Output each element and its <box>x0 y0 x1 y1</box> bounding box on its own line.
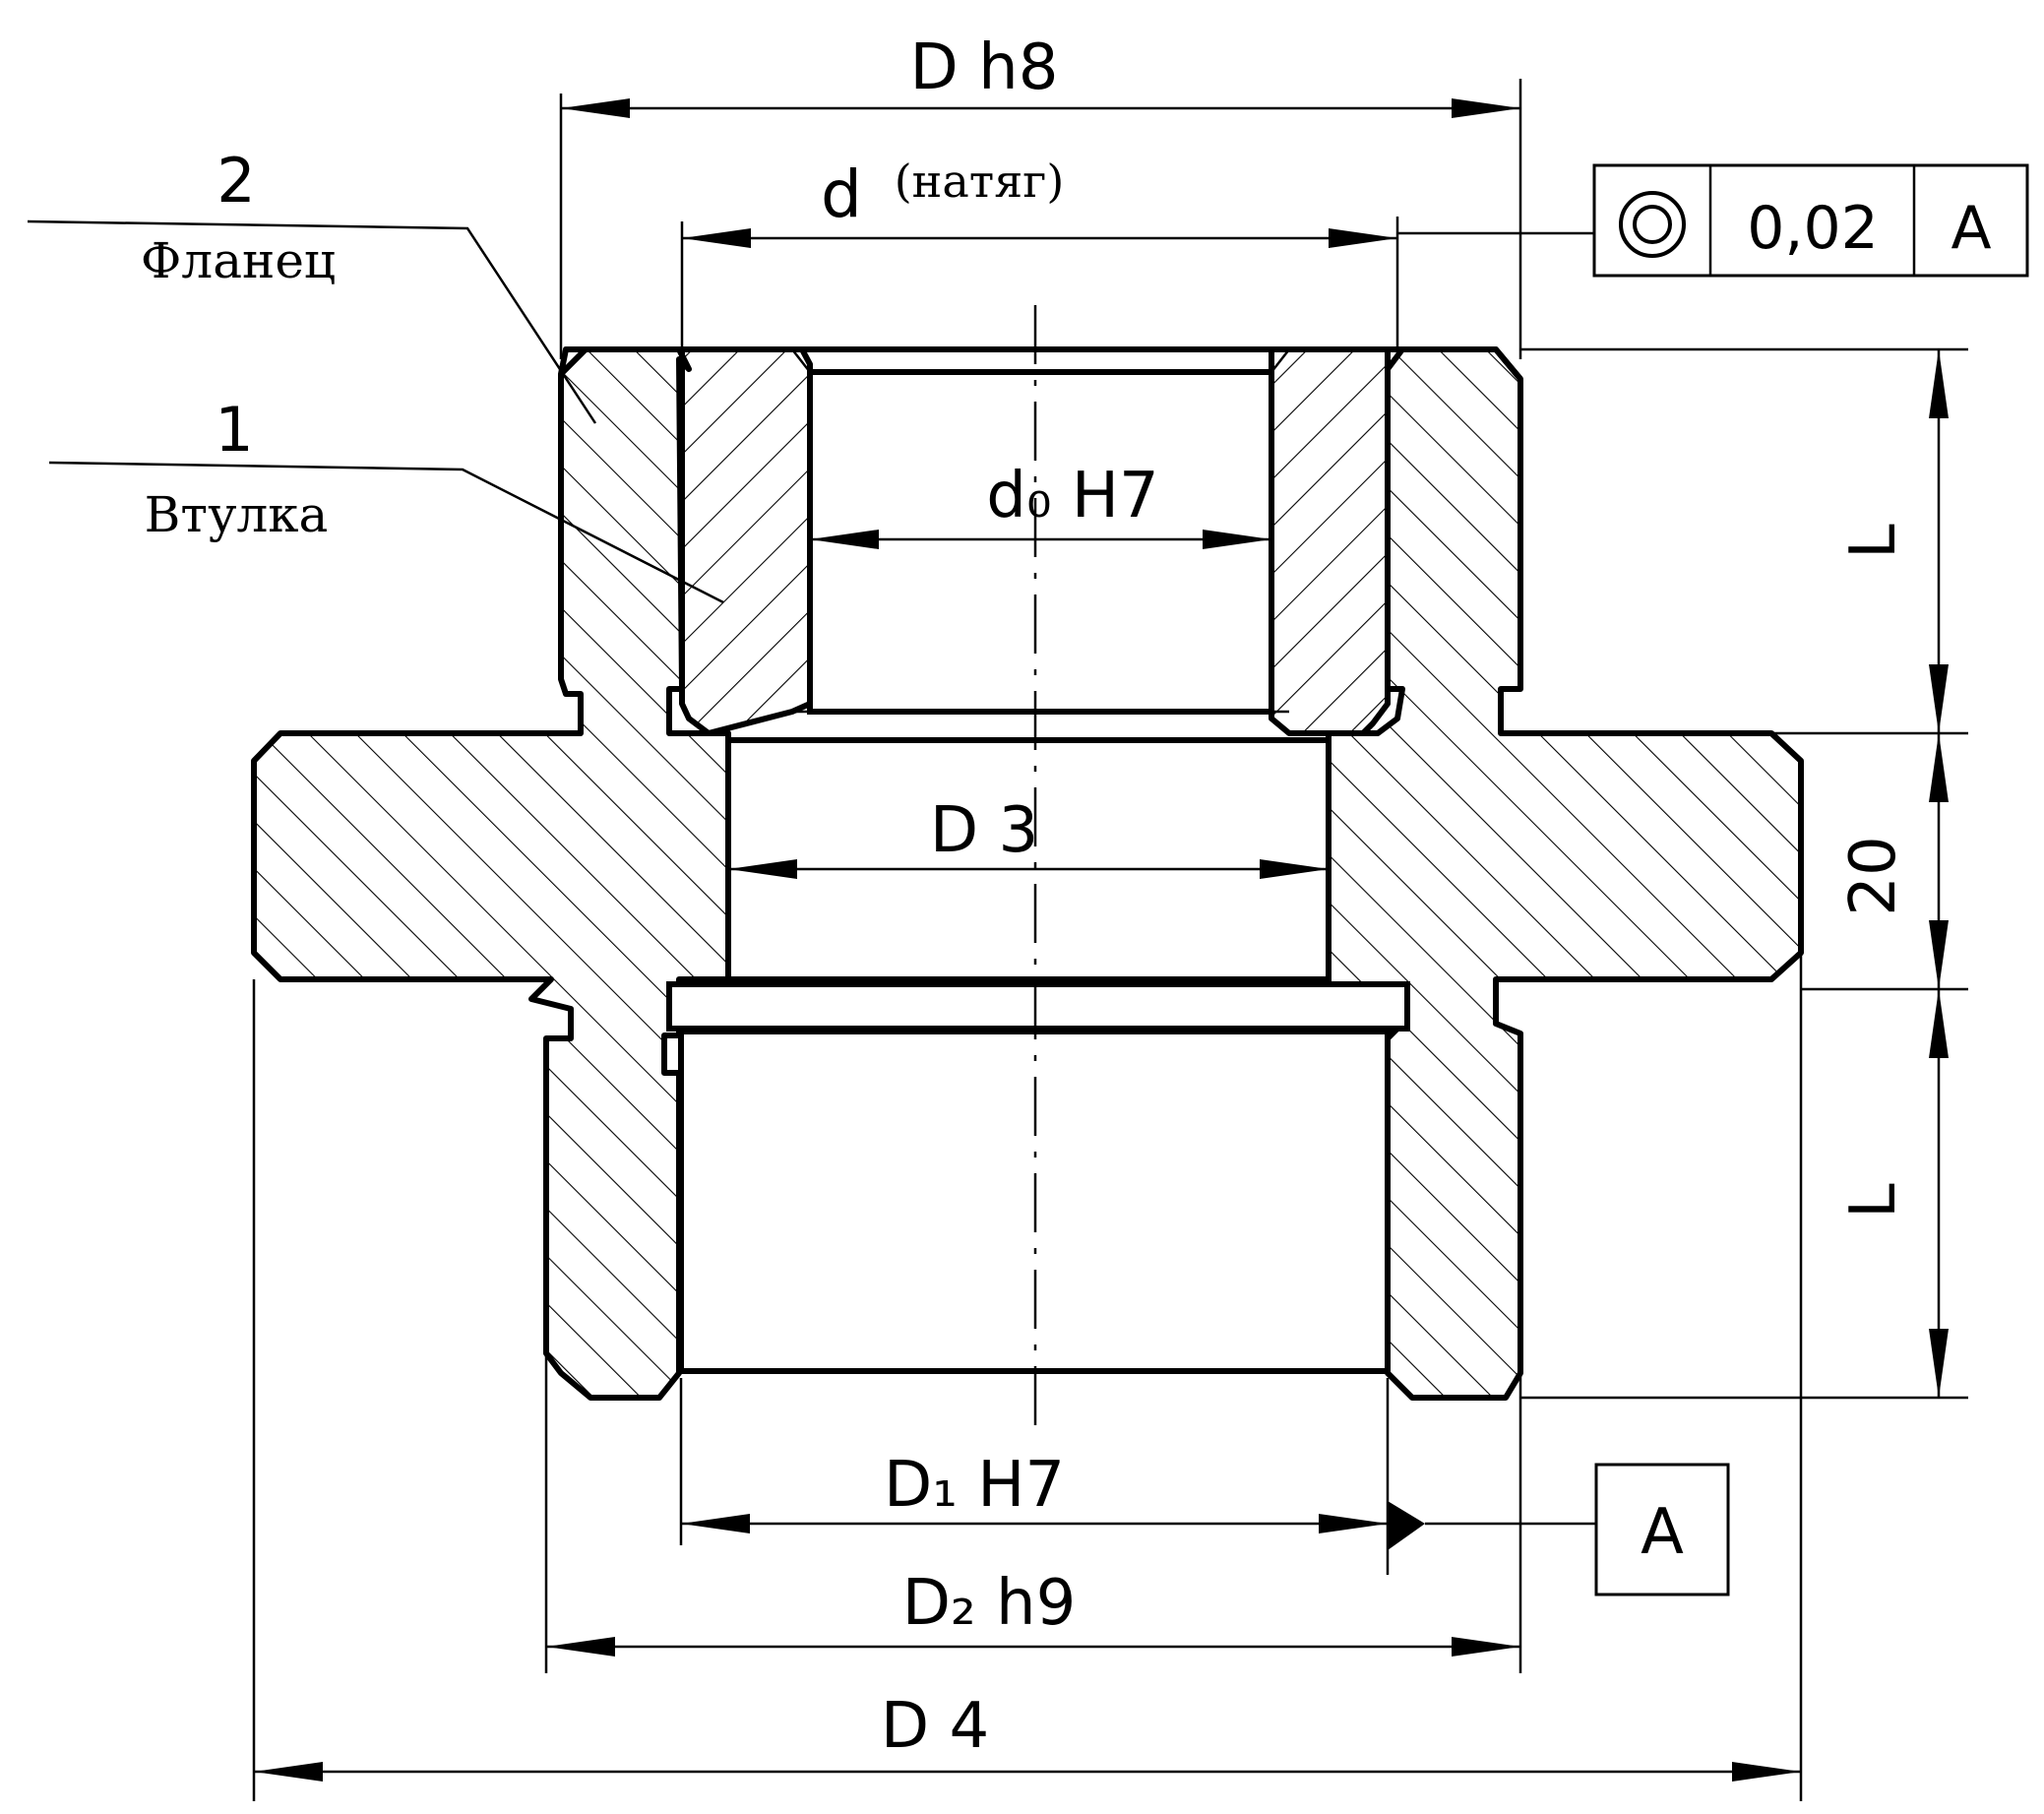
dim-d-label: d <box>821 156 862 232</box>
datum-box <box>1594 1463 1730 1596</box>
part-1-number: 1 <box>215 394 253 466</box>
dim-D3 <box>728 859 1329 879</box>
dim-D2-h9 <box>544 1353 1522 1673</box>
dim-D-h8 <box>559 79 1522 359</box>
dim-L-bottom-label: L <box>1837 1183 1910 1219</box>
dim-d0-H7 <box>810 530 1271 549</box>
tolerance-frame <box>1592 163 2029 278</box>
tolerance-datum: A <box>1951 194 1991 263</box>
bushing-left-half <box>679 346 813 736</box>
dim-D-h8-label: D h8 <box>910 31 1059 104</box>
flange-right-half <box>1326 346 1804 1401</box>
concentricity-icon <box>1619 191 1686 258</box>
dim-d-note: (натяг) <box>895 155 1065 208</box>
dim-20-label: 20 <box>1837 836 1910 915</box>
bushing-section <box>679 346 1391 736</box>
dim-d <box>680 217 1594 359</box>
part-2-name: Фланец <box>141 232 336 289</box>
tolerance-value: 0,02 <box>1747 194 1879 263</box>
flange-left-half <box>251 346 731 1401</box>
bushing-right-half <box>1269 346 1391 736</box>
flange-section <box>251 346 1804 1401</box>
dim-L-top-label: L <box>1837 524 1910 559</box>
dim-d0-H7-label: d₀ H7 <box>986 460 1158 532</box>
dim-D1-H7 <box>679 1378 1596 1575</box>
datum-letter: A <box>1641 1496 1684 1569</box>
dim-vertical-right <box>1520 347 1968 1400</box>
leaders <box>27 219 724 604</box>
part-1-name: Втулка <box>145 486 329 543</box>
dim-D2-h9-label: D₂ h9 <box>902 1567 1077 1640</box>
top-outline <box>558 346 1523 381</box>
dim-D1-H7-label: D₁ H7 <box>884 1449 1065 1522</box>
part-2-number: 2 <box>217 145 255 217</box>
dim-D4 <box>252 953 1803 1801</box>
dim-D3-label: D 3 <box>930 794 1038 867</box>
dim-D4-label: D 4 <box>881 1690 989 1763</box>
